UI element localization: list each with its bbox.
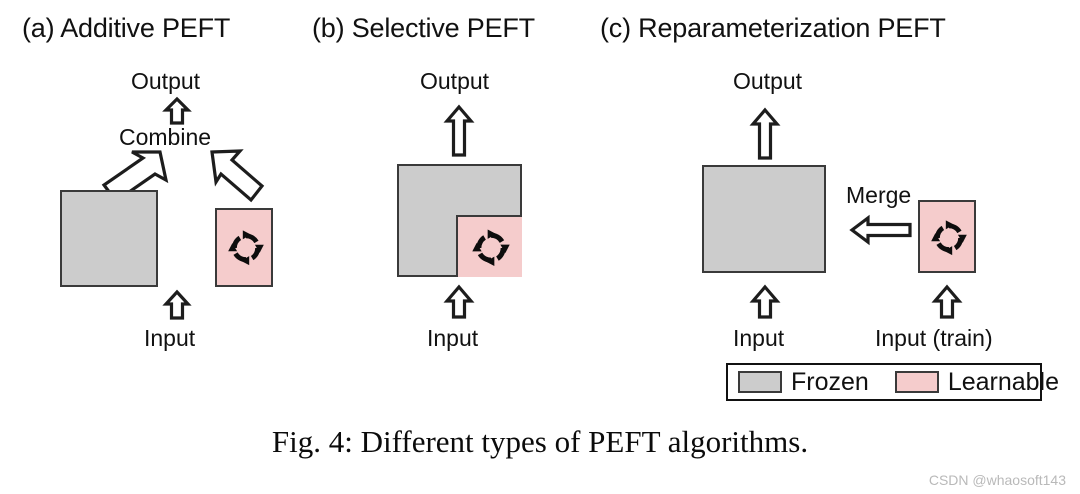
panel-title-selective: (b) Selective PEFT <box>312 13 535 43</box>
frozen-swatch-icon <box>738 371 782 393</box>
panel-c-merge-label: Merge <box>846 182 912 208</box>
panel-a-output-label: Output <box>131 68 201 94</box>
learnable-swatch-icon <box>894 371 939 393</box>
panel-a-output-arrow-up-icon <box>162 96 192 125</box>
legend-label-frozen: Frozen <box>791 367 869 396</box>
panel-b-output-arrow-up-icon <box>443 104 475 157</box>
panel-c-learnable-box <box>918 200 976 273</box>
panel-a-learnable-box <box>215 208 273 287</box>
panel-a-frozen-box <box>60 190 158 287</box>
panel-b-refresh-icon <box>472 229 510 266</box>
panel-reparameterization-peft: Output Merge <box>660 0 1080 360</box>
panel-b-input-arrow-up-icon <box>443 284 475 319</box>
panel-b-input-label: Input <box>427 325 479 351</box>
legend-label-learnable: Learnable <box>947 367 1060 396</box>
figure-caption: Fig. 4: Different types of PEFT algorith… <box>271 424 809 459</box>
panel-a-input-arrow-up-icon <box>162 289 192 320</box>
panel-b-frozen-box <box>397 164 522 277</box>
panel-additive-peft: Output Combine <box>0 0 300 360</box>
panel-c-input-arrow-up-icon <box>749 284 781 319</box>
legend-entry-frozen: Frozen <box>738 365 869 399</box>
watermark-text: CSDN @whaosoft143 <box>928 472 1066 488</box>
panel-c-output-label: Output <box>733 68 803 94</box>
panel-a-combine-label: Combine <box>119 124 212 150</box>
panel-c-output-arrow-up-icon <box>749 107 781 160</box>
panel-c-refresh-icon <box>931 220 967 256</box>
panel-b-learnable-box-nested <box>456 215 522 277</box>
panel-c-frozen-box <box>702 165 826 273</box>
panel-title-additive: (a) Additive PEFT <box>22 13 231 43</box>
panel-a-input-label: Input <box>144 325 196 351</box>
panel-selective-peft: Output <box>330 0 610 360</box>
panel-b-output-label: Output <box>420 68 490 94</box>
panel-a-refresh-icon <box>228 230 264 266</box>
panel-c-input-label: Input <box>733 325 785 351</box>
legend-box: Frozen Learnable <box>726 363 1059 401</box>
panel-c-input-train-label: Input (train) <box>875 325 993 351</box>
legend-entry-learnable: Learnable <box>894 365 1060 399</box>
panel-a-arrow-up-left-icon <box>210 149 265 203</box>
panel-title-reparameterization: (c) Reparameterization PEFT <box>600 13 946 43</box>
panel-c-input-train-arrow-up-icon <box>931 284 963 319</box>
panel-c-merge-arrow-left-icon <box>849 214 912 246</box>
